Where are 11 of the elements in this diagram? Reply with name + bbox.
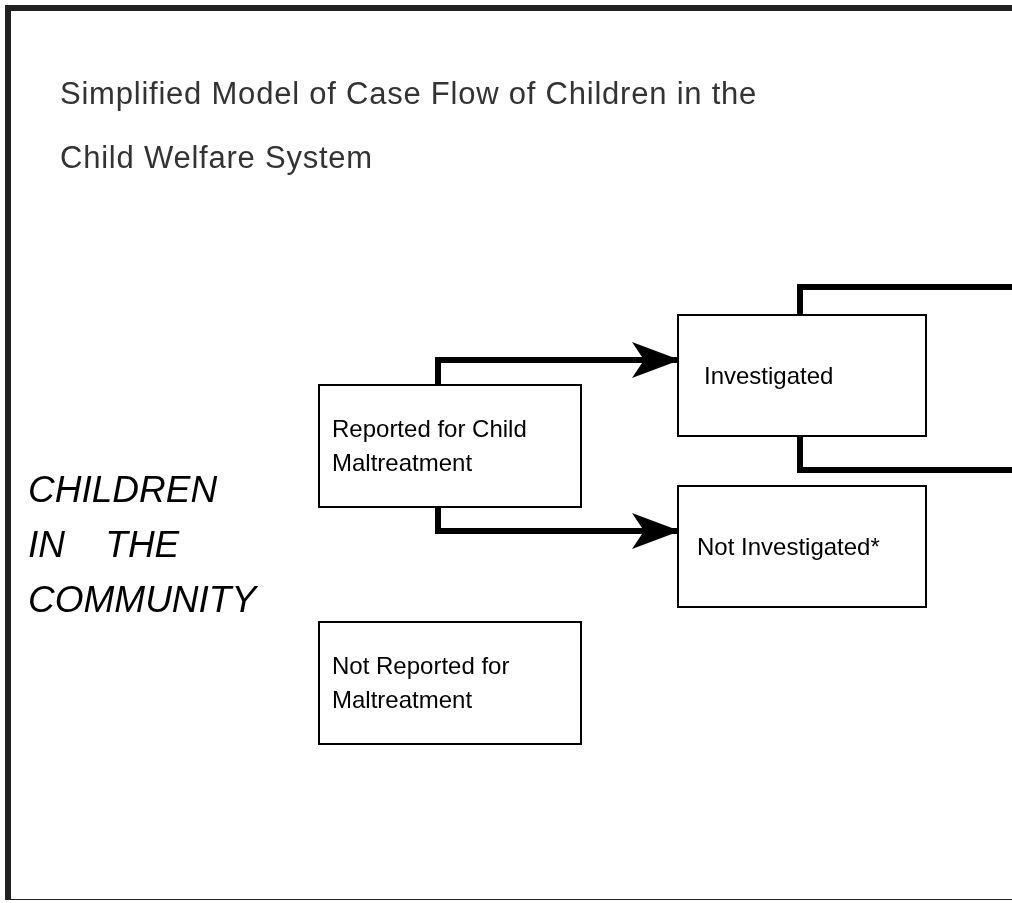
box-text: Not Reported for Maltreatment: [332, 651, 511, 715]
process-box: [677, 314, 927, 437]
box-text: Reported for Child Maltreatment: [332, 414, 528, 478]
process-box: [318, 384, 582, 508]
group-label: CHILDREN IN THE COMMUNITY: [28, 468, 259, 622]
box-text: Investigated: [704, 360, 835, 391]
connector-line: [797, 437, 1012, 473]
title: Simplified Model of Case Flow of Children in the Child Welfare System: [60, 75, 759, 177]
process-box: [677, 485, 927, 608]
process-box: [318, 621, 582, 745]
box-text: Not Investigated*: [697, 531, 881, 562]
